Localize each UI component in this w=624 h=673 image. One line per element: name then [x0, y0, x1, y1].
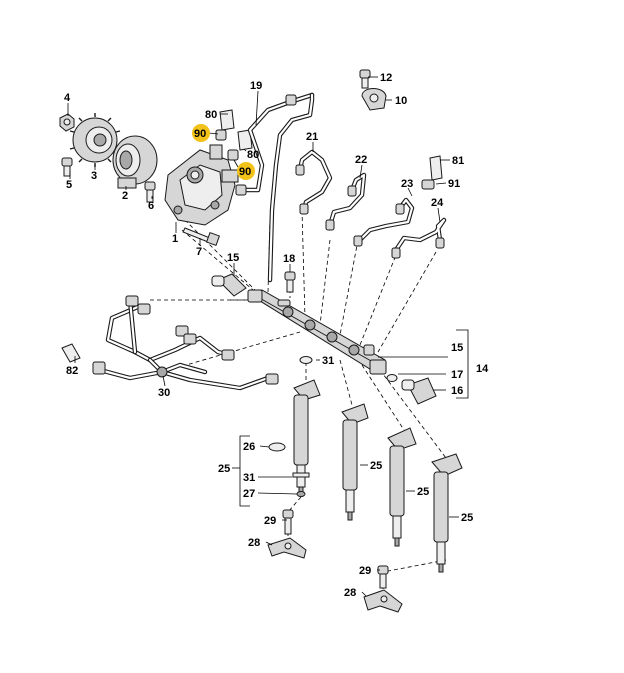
injector-3 — [387, 427, 417, 547]
high-pressure-pipe-19 — [235, 92, 315, 283]
leader-lines — [67, 76, 469, 597]
callout-80-upper[interactable]: 80 — [205, 109, 217, 121]
highlight-markers — [192, 124, 255, 180]
callout-highlight-90-upper — [192, 124, 210, 142]
pump-flange — [112, 135, 158, 189]
union-nut-90-lower — [227, 149, 239, 161]
callout-81[interactable]: 81 — [452, 155, 464, 167]
callout-28-upper[interactable]: 28 — [248, 537, 260, 549]
injector-seal-26 — [268, 442, 286, 452]
callout-91[interactable]: 91 — [448, 178, 460, 190]
callout-5[interactable]: 5 — [66, 179, 72, 191]
callout-31-upper[interactable]: 31 — [322, 355, 334, 367]
callout-highlight-90-lower — [237, 162, 255, 180]
callout-15-sensor[interactable]: 15 — [227, 252, 239, 264]
rail-bolt — [284, 271, 296, 293]
injector-pipe-21 — [295, 149, 333, 215]
callout-22[interactable]: 22 — [355, 154, 367, 166]
injector-pipe-22 — [325, 172, 367, 231]
seal-washer-27 — [296, 491, 306, 497]
callout-29-upper[interactable]: 29 — [264, 515, 276, 527]
callout-3[interactable]: 3 — [91, 170, 97, 182]
bracket — [361, 88, 387, 111]
clamp-2 — [363, 589, 403, 613]
callout-labels: 4 3 5 2 6 1 7 80 90 80 90 19 12 10 21 22… — [64, 72, 489, 599]
callout-26[interactable]: 26 — [243, 441, 255, 453]
callout-10[interactable]: 10 — [395, 95, 407, 107]
protective-cap — [429, 155, 443, 181]
callout-90-upper[interactable]: 90 — [194, 128, 206, 140]
clamp-1 — [267, 537, 307, 559]
callout-29-lower[interactable]: 29 — [359, 565, 371, 577]
injector-4 — [431, 453, 463, 573]
callout-90-lower[interactable]: 90 — [239, 166, 251, 178]
clamp-bolt-2 — [377, 565, 389, 589]
callout-25-injector-3[interactable]: 25 — [417, 486, 429, 498]
o-ring-upper — [299, 356, 313, 364]
callout-18[interactable]: 18 — [283, 253, 295, 265]
bracket-bolt — [359, 69, 371, 89]
injector-pipe-23 — [353, 197, 415, 247]
callout-30[interactable]: 30 — [158, 387, 170, 399]
callout-19[interactable]: 19 — [250, 80, 262, 92]
sleeve-80-lower — [237, 129, 253, 151]
flange-bolt — [144, 181, 156, 203]
fuel-rail — [247, 289, 387, 375]
callout-16[interactable]: 16 — [451, 385, 463, 397]
callout-27[interactable]: 27 — [243, 488, 255, 500]
union-nut-90-upper — [215, 129, 227, 141]
callout-7[interactable]: 7 — [196, 246, 202, 258]
callout-24[interactable]: 24 — [431, 197, 444, 209]
pump-bolt — [182, 227, 221, 247]
callout-2[interactable]: 2 — [122, 190, 128, 202]
callout-12[interactable]: 12 — [380, 72, 392, 84]
injector-2 — [341, 403, 369, 521]
callout-21[interactable]: 21 — [306, 131, 318, 143]
callout-25-injector-4[interactable]: 25 — [461, 512, 473, 524]
sealing-plug — [421, 179, 435, 190]
nut — [59, 113, 75, 132]
wiring-harness — [92, 295, 279, 391]
injector-pipe-24 — [391, 217, 447, 259]
callout-25-injector-2[interactable]: 25 — [370, 460, 382, 472]
callout-23[interactable]: 23 — [401, 178, 413, 190]
callout-25-injector-1[interactable]: 25 — [218, 463, 230, 475]
callout-80-lower[interactable]: 80 — [247, 149, 259, 161]
callout-82[interactable]: 82 — [66, 365, 78, 377]
sleeve-80-upper — [219, 109, 235, 131]
clamp-bolt-1 — [282, 509, 294, 535]
pressure-regulator — [401, 377, 437, 405]
sleeve-82 — [61, 343, 81, 363]
callout-28-lower[interactable]: 28 — [344, 587, 356, 599]
injector-1 — [293, 379, 321, 496]
seal-ring — [386, 374, 398, 382]
callout-14[interactable]: 14 — [476, 363, 489, 375]
callout-31-lower[interactable]: 31 — [243, 472, 255, 484]
o-ring-lower — [292, 472, 310, 478]
callout-6[interactable]: 6 — [148, 200, 154, 212]
callout-1[interactable]: 1 — [172, 233, 178, 245]
gear-bolt — [61, 157, 73, 177]
callout-4[interactable]: 4 — [64, 92, 71, 104]
callout-17[interactable]: 17 — [451, 369, 463, 381]
drive-gear — [69, 113, 121, 167]
callout-15-rail[interactable]: 15 — [451, 342, 463, 354]
high-pressure-pump — [164, 144, 239, 226]
rail-pressure-sensor — [211, 273, 247, 297]
